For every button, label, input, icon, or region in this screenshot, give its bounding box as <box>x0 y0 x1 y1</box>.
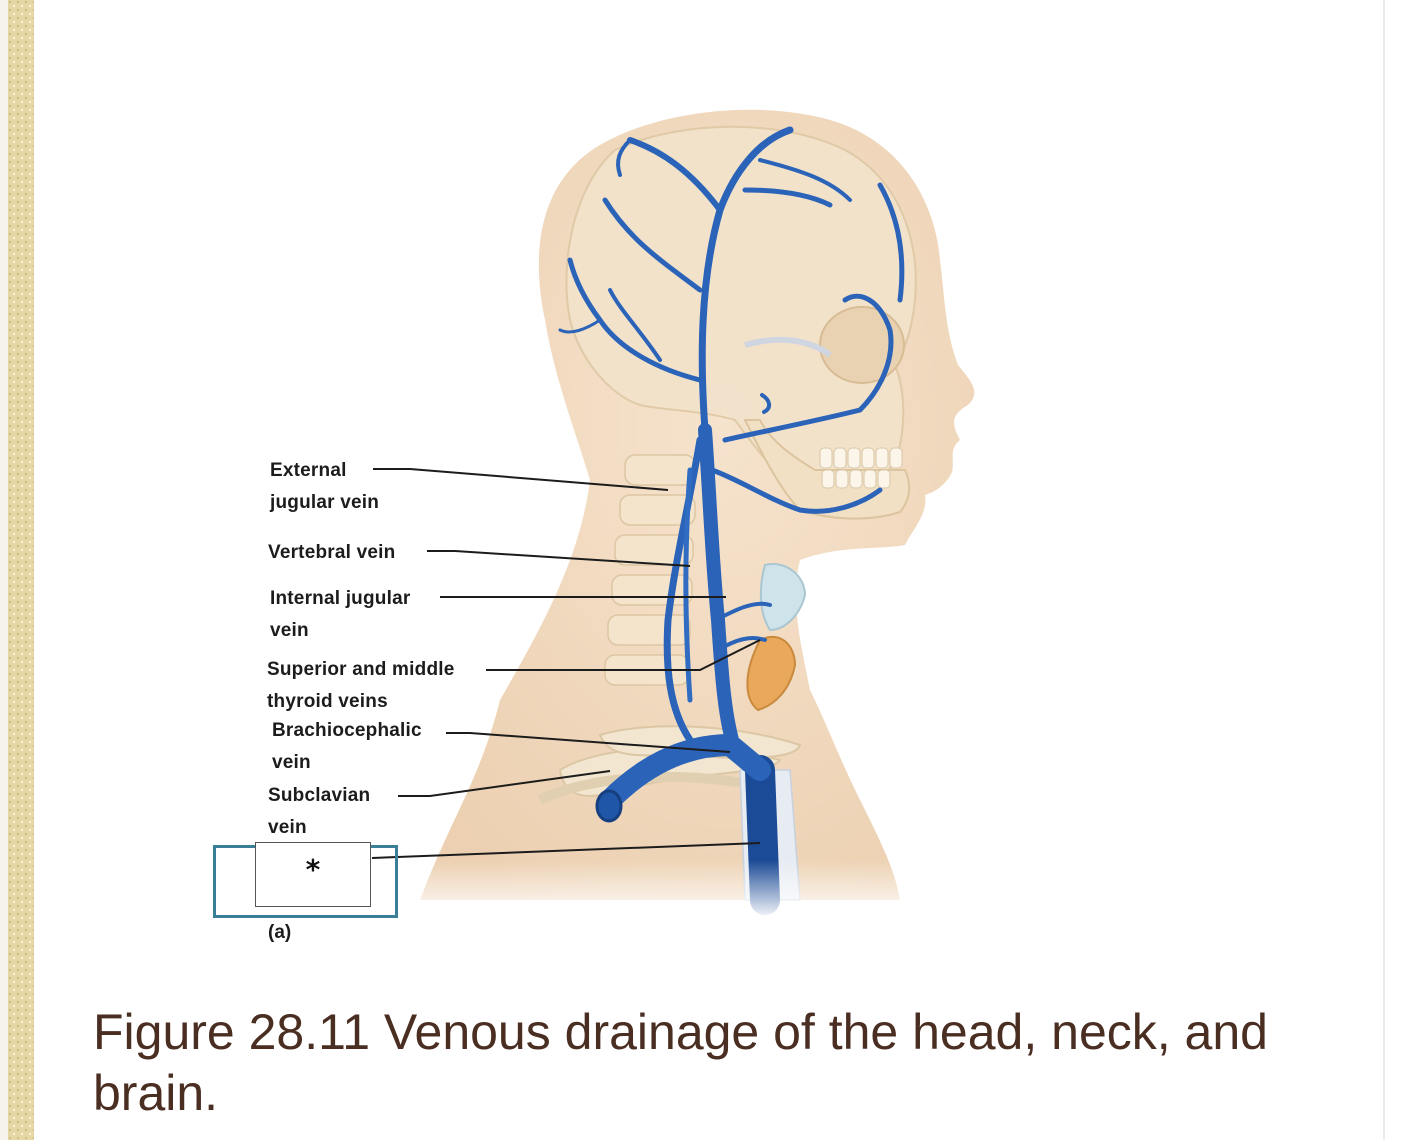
mandible <box>743 419 911 520</box>
label-brachiocephalic-line2: vein <box>272 752 311 773</box>
panel-label: (a) <box>268 922 292 943</box>
teeth <box>819 447 903 489</box>
thyroid-gland <box>746 635 797 712</box>
label-internal-jugular-line1: Internal jugular <box>270 588 411 609</box>
label-thyroid-veins-line2: thyroid veins <box>267 691 388 712</box>
leader-thyroid <box>486 639 761 671</box>
leader-brachiocephalic <box>446 732 731 753</box>
label-external-jugular-line1: External <box>270 460 347 481</box>
label-thyroid-veins-line1: Superior and middle <box>267 659 455 680</box>
slide-right-edge <box>1383 0 1385 1140</box>
label-vertebral: Vertebral vein <box>268 537 395 569</box>
label-external-jugular: External jugular vein <box>270 455 379 519</box>
leader-lines <box>371 468 761 859</box>
leader-subclavian <box>398 770 611 797</box>
leader-vertebral <box>427 550 691 567</box>
label-subclavian-line1: Subclavian <box>268 785 371 806</box>
label-external-jugular-line2: jugular vein <box>270 492 380 513</box>
veins <box>558 126 905 915</box>
cervical-vertebrae <box>604 454 696 686</box>
label-internal-jugular: Internal jugular vein <box>270 583 410 647</box>
answer-box-text: * <box>305 853 321 886</box>
zygomatic-arch <box>744 336 832 358</box>
label-brachiocephalic-line1: Brachiocephalic <box>272 720 422 741</box>
figure-caption: Figure 28.11 Venous drainage of the head… <box>93 1004 1268 1121</box>
label-vertebral-line1: Vertebral vein <box>268 542 396 563</box>
label-subclavian-line2: vein <box>268 817 307 838</box>
answer-box[interactable]: * <box>255 842 371 907</box>
leader-answer-box <box>371 842 761 859</box>
illustration-bottom-fade <box>400 860 920 920</box>
label-thyroid-veins: Superior and middle thyroid veins <box>267 654 455 718</box>
slide-left-edge <box>0 0 8 1140</box>
eye-orbit <box>819 306 905 384</box>
label-internal-jugular-line2: vein <box>270 620 309 641</box>
label-brachiocephalic: Brachiocephalic vein <box>272 715 422 779</box>
thyroid-cartilage <box>759 563 807 632</box>
label-subclavian: Subclavian vein <box>268 780 370 844</box>
leader-external-jugular <box>373 468 669 491</box>
